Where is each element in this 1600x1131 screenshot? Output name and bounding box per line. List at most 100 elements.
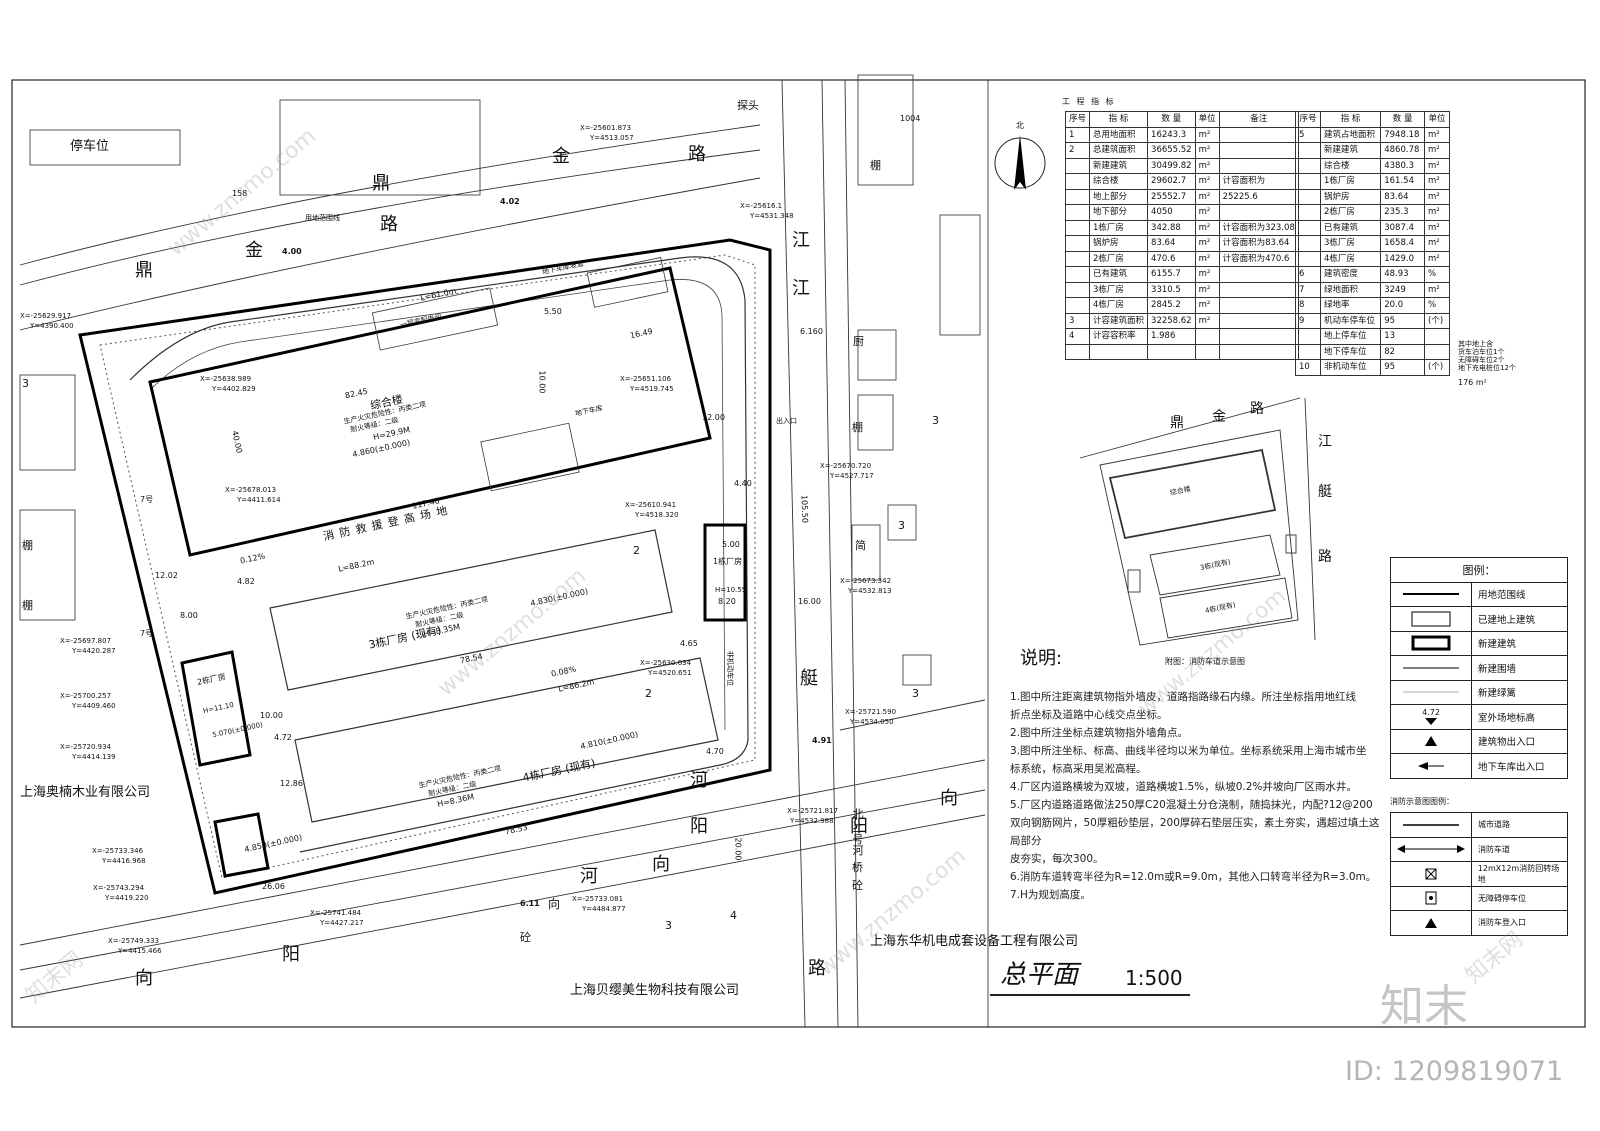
shed-4: 棚 [22, 539, 33, 552]
coord-4-y: Y=4411.614 [237, 496, 281, 504]
dim-12-00: 12.00 [702, 413, 725, 422]
floors-3-a: 3 [932, 414, 939, 427]
elev-4-91: 4.91 [812, 736, 832, 745]
coord-9-y: Y=4419.220 [105, 894, 149, 902]
road-xiangyang-char-3: 河 [580, 866, 600, 887]
road-dingjin-char-5: 金 [245, 240, 265, 261]
coord-10-x: X=-25749.333 [108, 937, 160, 945]
dim-26-06: 26.06 [262, 882, 285, 891]
dim-8-20: 8.20 [718, 597, 736, 606]
entrance-label: 出入口 [776, 417, 797, 425]
road-xiangyang-char-6: 河 [690, 770, 710, 791]
floors-2-b: 2 [645, 687, 652, 700]
elevation-marker-icon: 4.72 [1391, 705, 1472, 729]
legend-label: 新建围墙 [1478, 663, 1517, 675]
road-xiangyang-char-9: 向 [548, 897, 563, 911]
plan-scale: 1:500 [1125, 966, 1183, 990]
city-road-icon [1391, 813, 1472, 837]
coord-17-y: Y=4518.320 [635, 511, 679, 519]
coord-1-y: Y=4513.057 [590, 134, 634, 142]
floors-4: 4 [730, 909, 737, 922]
fire-legend-title: 消防示意图图例： [1390, 797, 1454, 806]
road-dingjin-char-2: 金 [552, 146, 572, 167]
building-2 [180, 650, 252, 767]
inset-road-5: 艇 [1318, 484, 1334, 500]
legend-label: 消防车道 [1478, 844, 1510, 854]
boundary-line-icon [1391, 582, 1472, 606]
coord-14-y: Y=4532.988 [790, 817, 834, 825]
legend-label: 城市道路 [1478, 820, 1510, 830]
kitchen-label: 厨 [853, 335, 864, 348]
note-line: 4.厂区内道路横坡为双坡，道路横坡1.5%，纵坡0.2%并坡向厂区雨水井。 [1010, 781, 1357, 793]
note-line: 折点坐标及道路中心线交点坐标。 [1010, 709, 1168, 721]
inset-title: 附图：消防车道示意图 [1165, 657, 1245, 666]
road-dingjin-char-3: 路 [688, 144, 708, 165]
parking-remark-4: 地下充电桩位12个 [1458, 364, 1516, 372]
coord-3-y: Y=4519.745 [630, 385, 674, 393]
elev-6-11: 6.11 [520, 899, 540, 908]
coord-9-x: X=-25743.294 [93, 884, 145, 892]
floors-3-e: 3 [22, 377, 29, 390]
legend-elev-sample: 4.72 [1422, 708, 1440, 718]
dim-20-00: 20.00 [733, 837, 743, 861]
shed-1: 棚 [870, 159, 881, 172]
building-number-1004: 1004 [900, 114, 921, 123]
coord-17-x: X=-25610.941 [625, 501, 677, 509]
table-row [1064, 343, 1299, 360]
dim-12-86: 12.86 [280, 779, 303, 788]
coord-19-y: Y=4390.400 [30, 322, 74, 330]
parking-remark-2: 货车泊车位1个 [1458, 348, 1505, 356]
building-1-name: 1栋厂房 [713, 557, 743, 566]
north-label: 北 [1016, 121, 1024, 130]
inset-road-1: 鼎 [1170, 415, 1186, 431]
company-south: 上海贝缨美生物科技有限公司 [570, 983, 740, 998]
inset-road-6: 路 [1318, 549, 1334, 565]
coord-20-y: Y=4531.348 [750, 212, 794, 220]
road-xiangyang-char-1: 向 [135, 968, 155, 989]
coord-7-y: Y=4414.139 [72, 753, 116, 761]
coord-14-x: X=-25721.817 [787, 807, 839, 815]
road-xiangyang-char-8: 阳 [850, 816, 870, 837]
shed-3: 棚 [22, 599, 33, 612]
concrete-1: 砼 [852, 879, 863, 892]
fire-lane-icon [1391, 837, 1472, 861]
coord-11-x: X=-25741.484 [310, 909, 362, 917]
parking-remark-5: 176 m² [1458, 378, 1487, 387]
coord-19-x: X=-25629.917 [20, 312, 72, 320]
coord-5-x: X=-25697.807 [60, 637, 112, 645]
inset-road-3: 路 [1250, 401, 1266, 417]
building-4 [294, 657, 719, 823]
main-building [148, 266, 712, 557]
elev-4-82: 4.82 [237, 577, 255, 586]
road-xiangyang-char-5: 阳 [690, 816, 710, 837]
design-notes: 1.图中所注距离建筑物指外墙皮，道路指路缘石内缘。所注坐标指用地红线 折点坐标及… [1010, 688, 1380, 904]
dim-16-00: 16.00 [798, 597, 821, 606]
road-dingjin-char-6: 路 [380, 214, 400, 235]
table-header: 序号指 标数 量单位 [1295, 111, 1450, 128]
new-hedge-icon [1391, 680, 1472, 704]
dim-8-00: 8.00 [180, 611, 198, 620]
coord-1-x: X=-25601.873 [580, 124, 632, 132]
shed-2: 棚 [852, 421, 863, 434]
inset-road-4: 江 [1318, 434, 1334, 450]
coord-13-y: Y=4534.050 [850, 718, 894, 726]
fire-legend: 城市道路 消防车道 12mX12m消防回转场地 无障碍停车位 消防车登入口 [1390, 812, 1568, 936]
